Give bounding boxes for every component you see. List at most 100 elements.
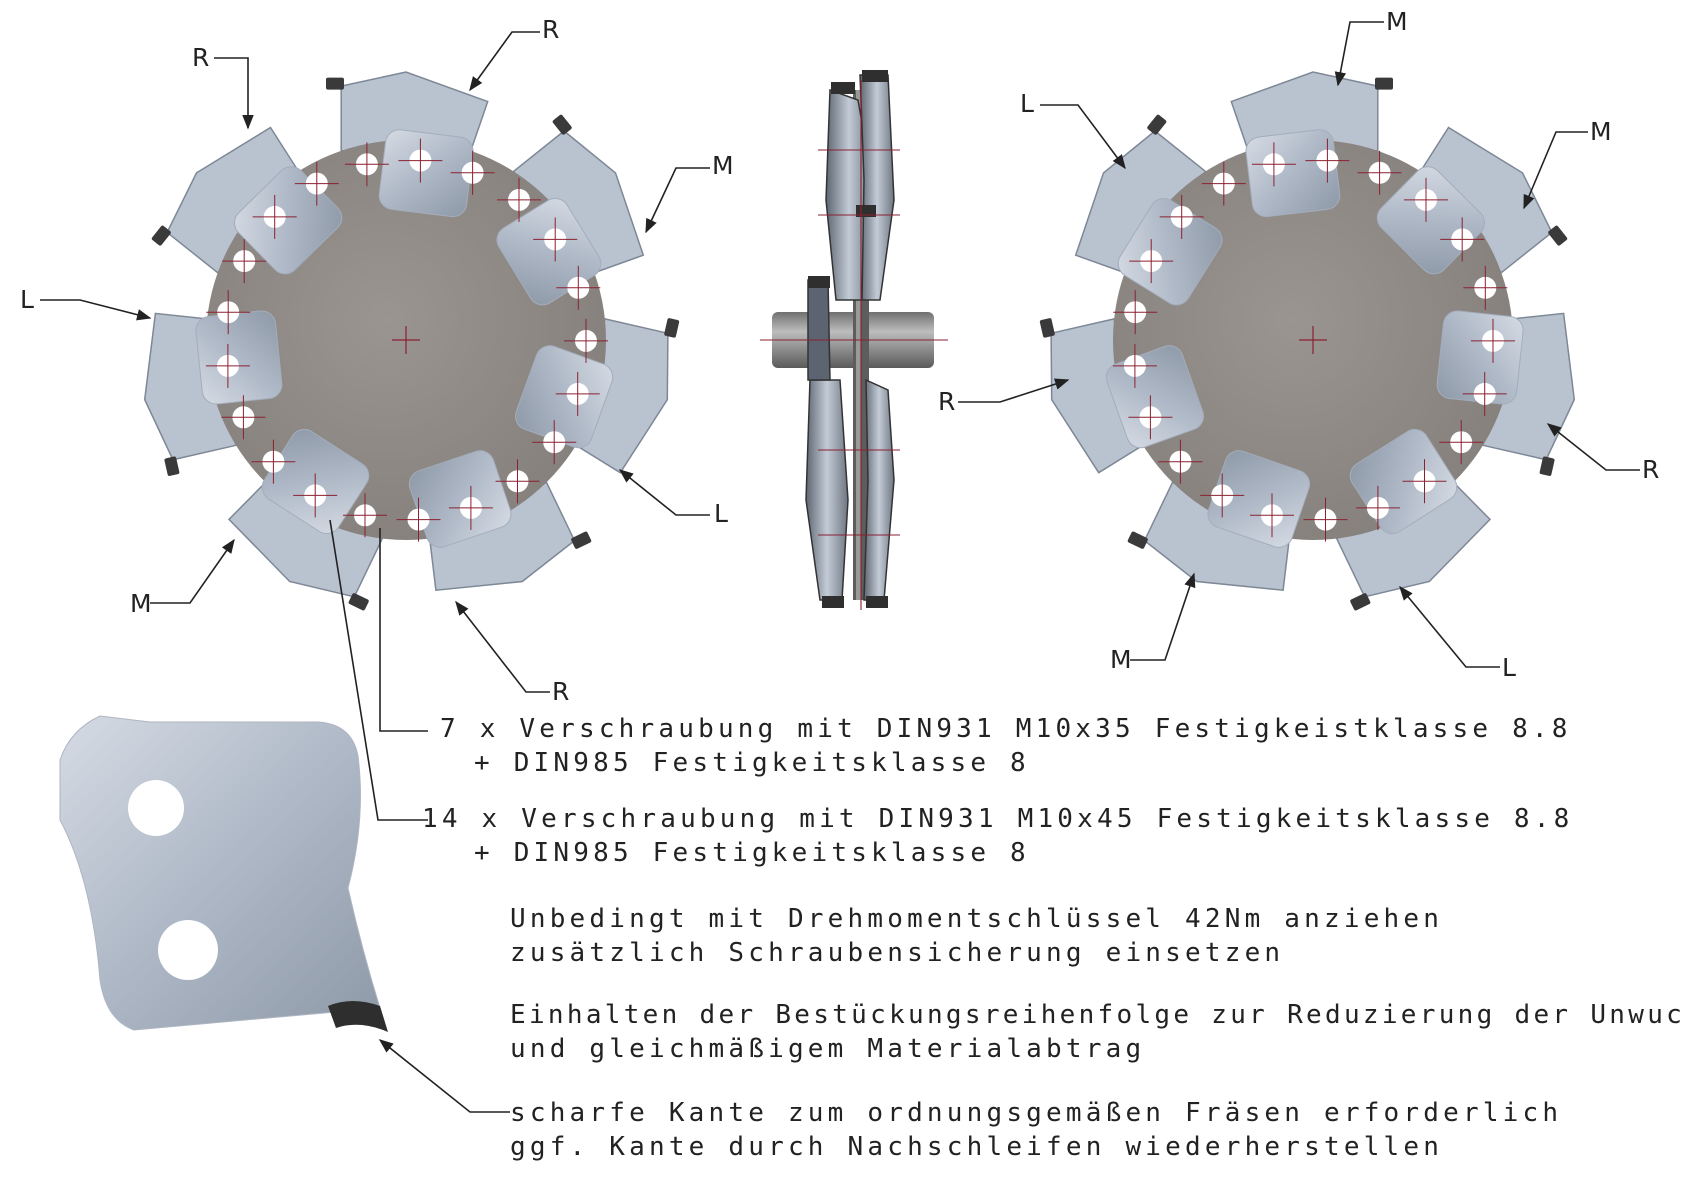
label-left-l-lower-right: L — [714, 499, 728, 528]
blade-detail — [59, 715, 388, 1032]
clamp-plate — [1207, 450, 1311, 548]
bolt-hole — [497, 177, 541, 222]
bolt-hole — [1303, 497, 1348, 542]
leader-lines — [40, 21, 1640, 1113]
cutter-front-view-left — [143, 71, 680, 611]
cutter-tooth — [1039, 318, 1055, 338]
label-right-m-top: M — [1386, 7, 1408, 36]
cutter-tooth — [1127, 531, 1148, 549]
note-order-line1: Einhalten der Bestückungsreihenfolge zur… — [510, 1000, 1683, 1030]
label-left-r-bottom: R — [552, 677, 569, 706]
note-bolt-m10x35-line2: + DIN985 Festigkeitsklasse 8 — [474, 748, 1030, 778]
bolt-hole — [1463, 265, 1508, 310]
blade-hole-lower — [158, 920, 218, 980]
bolt-hole — [1251, 142, 1296, 187]
side-blade-lower-2 — [863, 378, 895, 601]
blade-cutting-edge — [328, 1001, 388, 1032]
cutter-tooth — [1350, 593, 1371, 611]
bolt-hole — [555, 371, 600, 416]
note-edge-line1: scharfe Kante zum ordnungsgemäßen Fräsen… — [510, 1098, 1563, 1128]
label-left-r-top-right: R — [542, 15, 559, 44]
blade-plate — [59, 715, 381, 1031]
bolt-hole — [1402, 459, 1447, 504]
blade-ring-left — [143, 71, 680, 611]
cutter-tooth — [348, 593, 369, 611]
bolt-hole — [1113, 290, 1158, 335]
cutter-tooth — [1375, 77, 1393, 90]
bolt-hole — [222, 239, 267, 284]
label-right-r-left: R — [938, 387, 955, 416]
blade-hole-upper — [128, 780, 184, 836]
bolt-hole — [252, 194, 297, 239]
label-right-m-bottom: M — [1110, 645, 1132, 674]
cutter-tooth — [552, 114, 572, 135]
bolt-hole — [1357, 150, 1402, 195]
cutter-front-view-right — [1039, 71, 1576, 611]
bolt-hole — [1158, 439, 1203, 484]
bolt-hole — [1250, 493, 1294, 538]
center-mark-left — [392, 326, 420, 354]
bolt-hole — [1440, 217, 1485, 262]
bolt-hole — [251, 439, 296, 484]
cutter-tooth — [664, 318, 680, 338]
bolt-hole — [1404, 177, 1448, 222]
bolt-hole — [1112, 343, 1157, 388]
label-right-r-right: R — [1642, 455, 1659, 484]
bolt-hole — [206, 290, 251, 335]
bolt-hole — [344, 142, 389, 187]
label-right-l-top-left: L — [1020, 89, 1034, 118]
cutter-tooth — [151, 225, 171, 246]
bolt-hole — [1305, 138, 1350, 183]
bolt-hole — [556, 265, 601, 310]
position-labels: R R M L L M R M L M R R M L — [20, 7, 1659, 706]
bolt-hole — [205, 343, 250, 388]
note-edge-line2: ggf. Kante durch Nachschleifen wiederher… — [510, 1132, 1444, 1162]
note-order-line2: und gleichmäßigem Materialabtrag — [510, 1034, 1146, 1064]
center-mark-right — [1299, 326, 1327, 354]
bolt-hole — [564, 318, 608, 363]
bolt-holes-right — [1112, 138, 1515, 542]
bolt-hole — [1128, 395, 1173, 440]
bolt-hole — [1355, 485, 1400, 530]
note-bolt-m10x45-line1: 14 x Verschraubung mit DIN931 M10x45 Fes… — [422, 804, 1574, 834]
cutter-tooth — [326, 77, 344, 90]
note-bolt-m10x45-line2: + DIN985 Festigkeitsklasse 8 — [474, 838, 1030, 868]
label-left-r-top-left: R — [192, 43, 209, 72]
bolt-hole — [1201, 161, 1246, 206]
bolt-hole — [532, 420, 577, 465]
cutter-tooth — [1548, 225, 1568, 246]
side-blade-mid — [859, 74, 895, 301]
clamp-plate — [195, 310, 283, 405]
bolt-hole — [221, 395, 266, 440]
bolt-hole — [533, 217, 578, 262]
side-blade-lower — [805, 379, 849, 601]
bolt-hole — [343, 493, 387, 538]
bolt-hole — [448, 485, 493, 530]
label-right-m-right: M — [1590, 117, 1612, 146]
note-torque-line1: Unbedingt mit Drehmomentschlüssel 42Nm a… — [510, 904, 1444, 934]
bolt-holes-left — [205, 138, 608, 542]
bolt-hole — [1439, 420, 1484, 465]
cutter-tooth — [164, 456, 180, 476]
label-left-m-bottom-left: M — [130, 589, 152, 618]
bolt-hole — [1159, 194, 1204, 239]
bolt-hole — [1462, 371, 1507, 416]
bolt-hole — [1129, 239, 1174, 284]
clamp-plate — [1117, 198, 1223, 306]
bolt-hole — [396, 497, 441, 542]
side-blade-left — [807, 279, 831, 381]
bolt-hole — [1471, 318, 1515, 363]
label-right-l-bottom: L — [1502, 653, 1516, 682]
bolt-hole — [495, 459, 540, 504]
cutter-tooth — [1147, 114, 1167, 135]
cutter-tooth — [571, 531, 592, 549]
bolt-hole — [294, 161, 339, 206]
cutter-tooth — [1539, 456, 1555, 476]
bolt-hole — [398, 138, 443, 183]
bolt-hole — [293, 473, 338, 518]
note-bolt-m10x35-line1: 7 x Verschraubung mit DIN931 M10x35 Fest… — [440, 714, 1572, 744]
bolt-hole — [1200, 473, 1245, 518]
label-left-l-left: L — [20, 285, 34, 314]
bolt-hole — [450, 150, 495, 195]
